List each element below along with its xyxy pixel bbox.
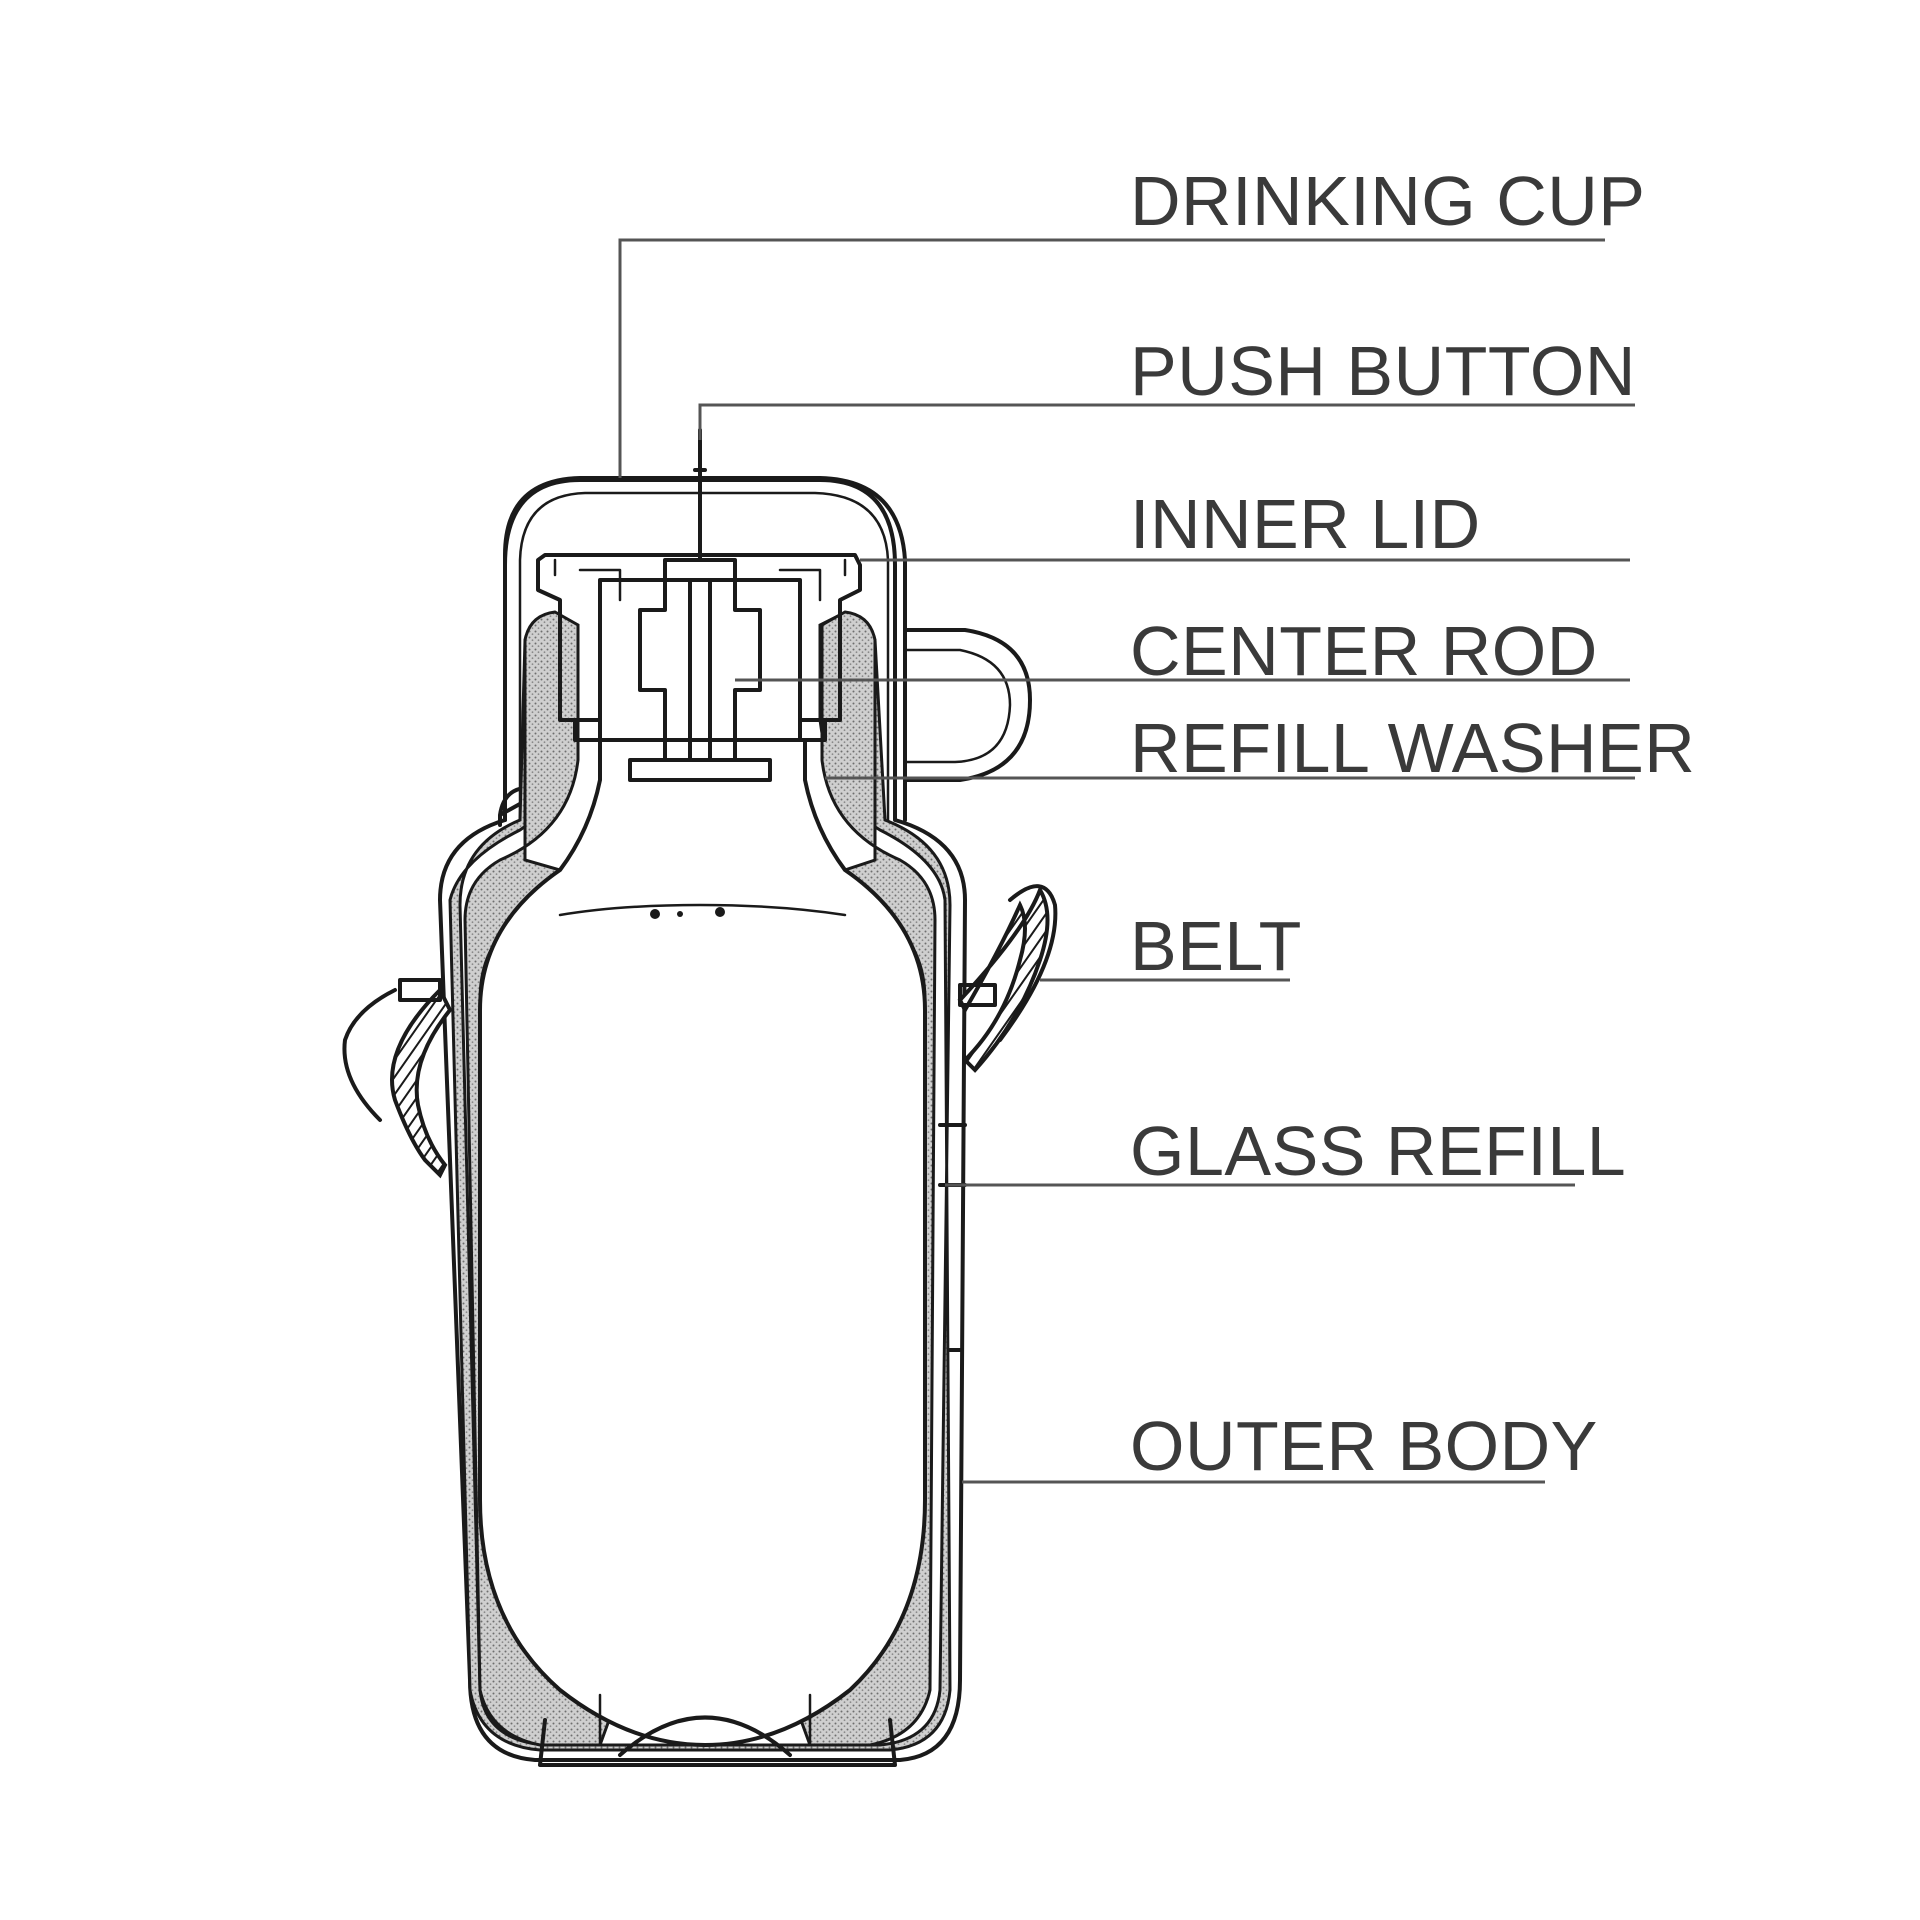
glass-refill-neck-line [558,903,847,917]
drinking-cup-inner [518,491,890,822]
belt-right-strap [957,885,1050,1073]
belt-right-clip [958,983,997,1007]
belt-left-strap [390,986,453,1179]
label-glass-refill: GLASS REFILL [1130,1112,1626,1190]
center-rod-seat [628,758,772,782]
label-drinking-cup: DRINKING CUP [1130,162,1645,240]
label-refill-washer: REFILL WASHER [1130,709,1695,787]
inner-lid-shape [536,553,862,722]
label-push-button: PUSH BUTTON [1130,332,1636,410]
cup-handle [903,628,1032,782]
drinking-cup-shape [503,476,907,822]
part-labels: DRINKING CUP PUSH BUTTON INNER LID CENTE… [1130,162,1695,1485]
inner-lid-steps [553,558,847,602]
belt-right-loop [998,884,1058,1042]
base-dome [618,1715,792,1757]
thermos-illustration [342,428,1058,1767]
leader-push-button [698,403,1635,440]
cup-handle-inner [903,648,1012,764]
label-belt: BELT [1130,907,1302,985]
belt-left-clip [398,978,442,1002]
base-dome-rim [598,1693,812,1747]
leader-lines [618,238,1635,1484]
belt-left-buckle [342,988,397,1122]
label-inner-lid: INNER LID [1130,485,1481,563]
label-center-rod: CENTER ROD [1130,612,1598,690]
glass-refill-vessel [478,738,927,1748]
refill-washer-shape [573,718,827,742]
leader-drinking-cup [618,238,1605,478]
center-rod-housing [638,558,762,762]
label-outer-body: OUTER BODY [1130,1407,1598,1485]
center-rod-shaft [688,578,712,762]
base-foot [538,1718,897,1767]
